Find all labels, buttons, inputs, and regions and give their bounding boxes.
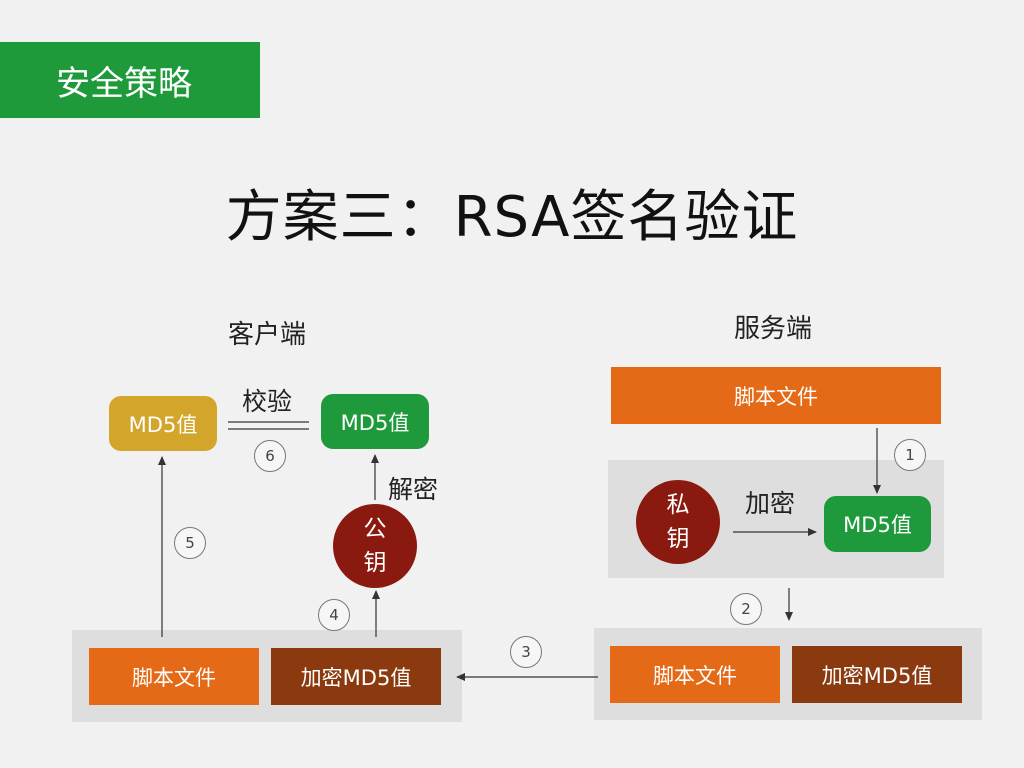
public-key-char-2: 钥: [363, 550, 387, 576]
client-label: 客户端: [228, 320, 307, 350]
server-bundle-encrypted-label: 加密MD5值: [821, 663, 933, 688]
private-key-char-2: 钥: [666, 526, 690, 552]
client-md5-computed-label: MD5值: [128, 412, 198, 437]
public-key-char-1: 公: [363, 516, 387, 542]
step-badge-2: 2: [730, 593, 762, 625]
server-bundle-script-file: 脚本文件: [610, 646, 780, 703]
client-md5-decrypted-label: MD5值: [340, 410, 410, 435]
client-bundle-script-label: 脚本文件: [132, 665, 216, 690]
public-key-circle: 公 钥: [333, 504, 417, 588]
client-bundle-encrypted-md5: 加密MD5值: [271, 648, 441, 705]
client-bundle-script-file: 脚本文件: [89, 648, 259, 705]
server-script-file-label: 脚本文件: [734, 384, 818, 409]
step-badge-6: 6: [254, 440, 286, 472]
server-bundle-encrypted-md5: 加密MD5值: [792, 646, 962, 703]
slide-title: 方案三：RSA签名验证: [225, 185, 799, 250]
server-md5-label: MD5值: [843, 513, 912, 537]
server-bundle-script-label: 脚本文件: [653, 663, 737, 688]
server-label: 服务端: [734, 314, 813, 344]
section-banner: 安全策略: [0, 42, 260, 118]
step-badge-1: 1: [894, 439, 926, 471]
client-bundle-encrypted-label: 加密MD5值: [300, 665, 412, 690]
private-key-circle: 私 钥: [636, 480, 720, 564]
step-badge-5: 5: [174, 527, 206, 559]
decrypt-label: 解密: [388, 475, 439, 504]
step-badge-4: 4: [318, 599, 350, 631]
client-md5-decrypted: MD5值: [321, 394, 429, 449]
banner-label: 安全策略: [56, 63, 192, 104]
server-md5-box: MD5值: [824, 496, 931, 552]
step-badge-3: 3: [510, 636, 542, 668]
server-script-file: 脚本文件: [611, 367, 941, 424]
private-key-char-1: 私: [666, 492, 690, 518]
encrypt-label: 加密: [745, 489, 796, 518]
verify-label: 校验: [242, 387, 293, 416]
client-md5-computed: MD5值: [109, 396, 217, 451]
